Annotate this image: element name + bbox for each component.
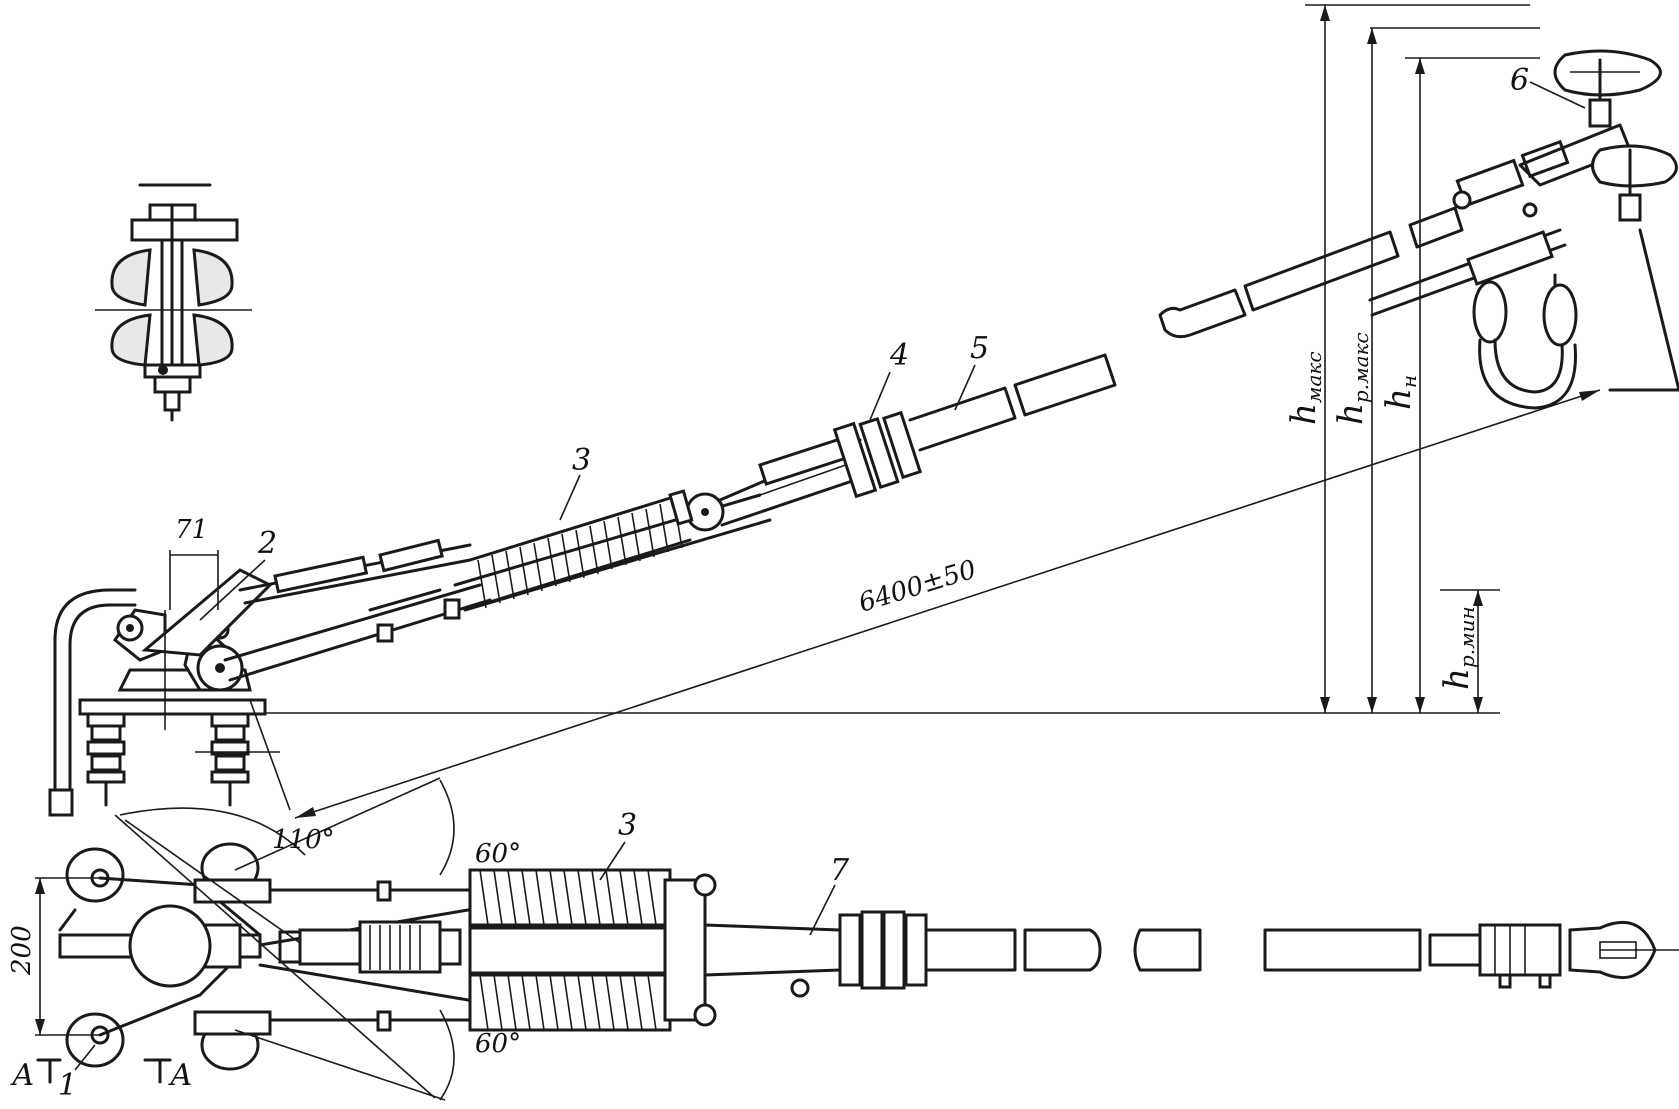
base-insulator-left: [86, 712, 126, 807]
part-label-1: 1: [58, 1068, 77, 1103]
part-label-3-side: 3: [572, 443, 591, 478]
pole-5-side: [908, 353, 1117, 452]
angle-60-bottom-label: 60°: [475, 1029, 521, 1059]
h-p-min-label: hр.мин: [1437, 606, 1479, 690]
side-view: [48, 49, 1679, 817]
trolley-head-lower: [1368, 144, 1679, 410]
part-label-5: 5: [970, 331, 989, 366]
spring-3-side: [468, 493, 692, 609]
plan-view: [35, 777, 1679, 1101]
section-aa-detail: [95, 183, 252, 422]
part-label-3-plan: 3: [618, 808, 637, 843]
insulator-4-side: [832, 410, 923, 499]
height-labels: hмакс hр.макс hн hр.мин: [1284, 332, 1479, 690]
width-200-label: 200: [7, 925, 37, 976]
spring-3-plan-lower: [468, 973, 672, 1032]
width-71-label: 71: [175, 515, 208, 545]
part-label-2: 2: [257, 526, 277, 561]
angle-110-label: 110°: [272, 825, 335, 855]
height-dimensions: [1305, 4, 1540, 713]
base-insulator-right: [210, 712, 250, 807]
part-labels: 1 2 3 3 4 5 6 7: [58, 63, 1529, 1103]
section-mark-right: А: [168, 1058, 193, 1093]
h-max-label: hмакс: [1284, 351, 1326, 425]
length-dimension-line: [249, 389, 1601, 819]
part-label-4: 4: [889, 338, 909, 373]
section-mark-left: А: [10, 1058, 35, 1093]
h-p-max-label: hр.макс: [1331, 332, 1373, 425]
h-n-label: hн: [1379, 375, 1421, 410]
leader-lines: [74, 81, 1586, 1071]
spring-3-plan-upper: [468, 868, 672, 927]
width-71-dimension: [164, 550, 219, 730]
part-label-6: 6: [1510, 63, 1529, 98]
angle-60-top-label: 60°: [475, 839, 521, 869]
length-dimension-label: 6400±50: [855, 555, 980, 619]
trolley-head-6: [1518, 49, 1662, 187]
part-label-7: 7: [830, 853, 850, 888]
